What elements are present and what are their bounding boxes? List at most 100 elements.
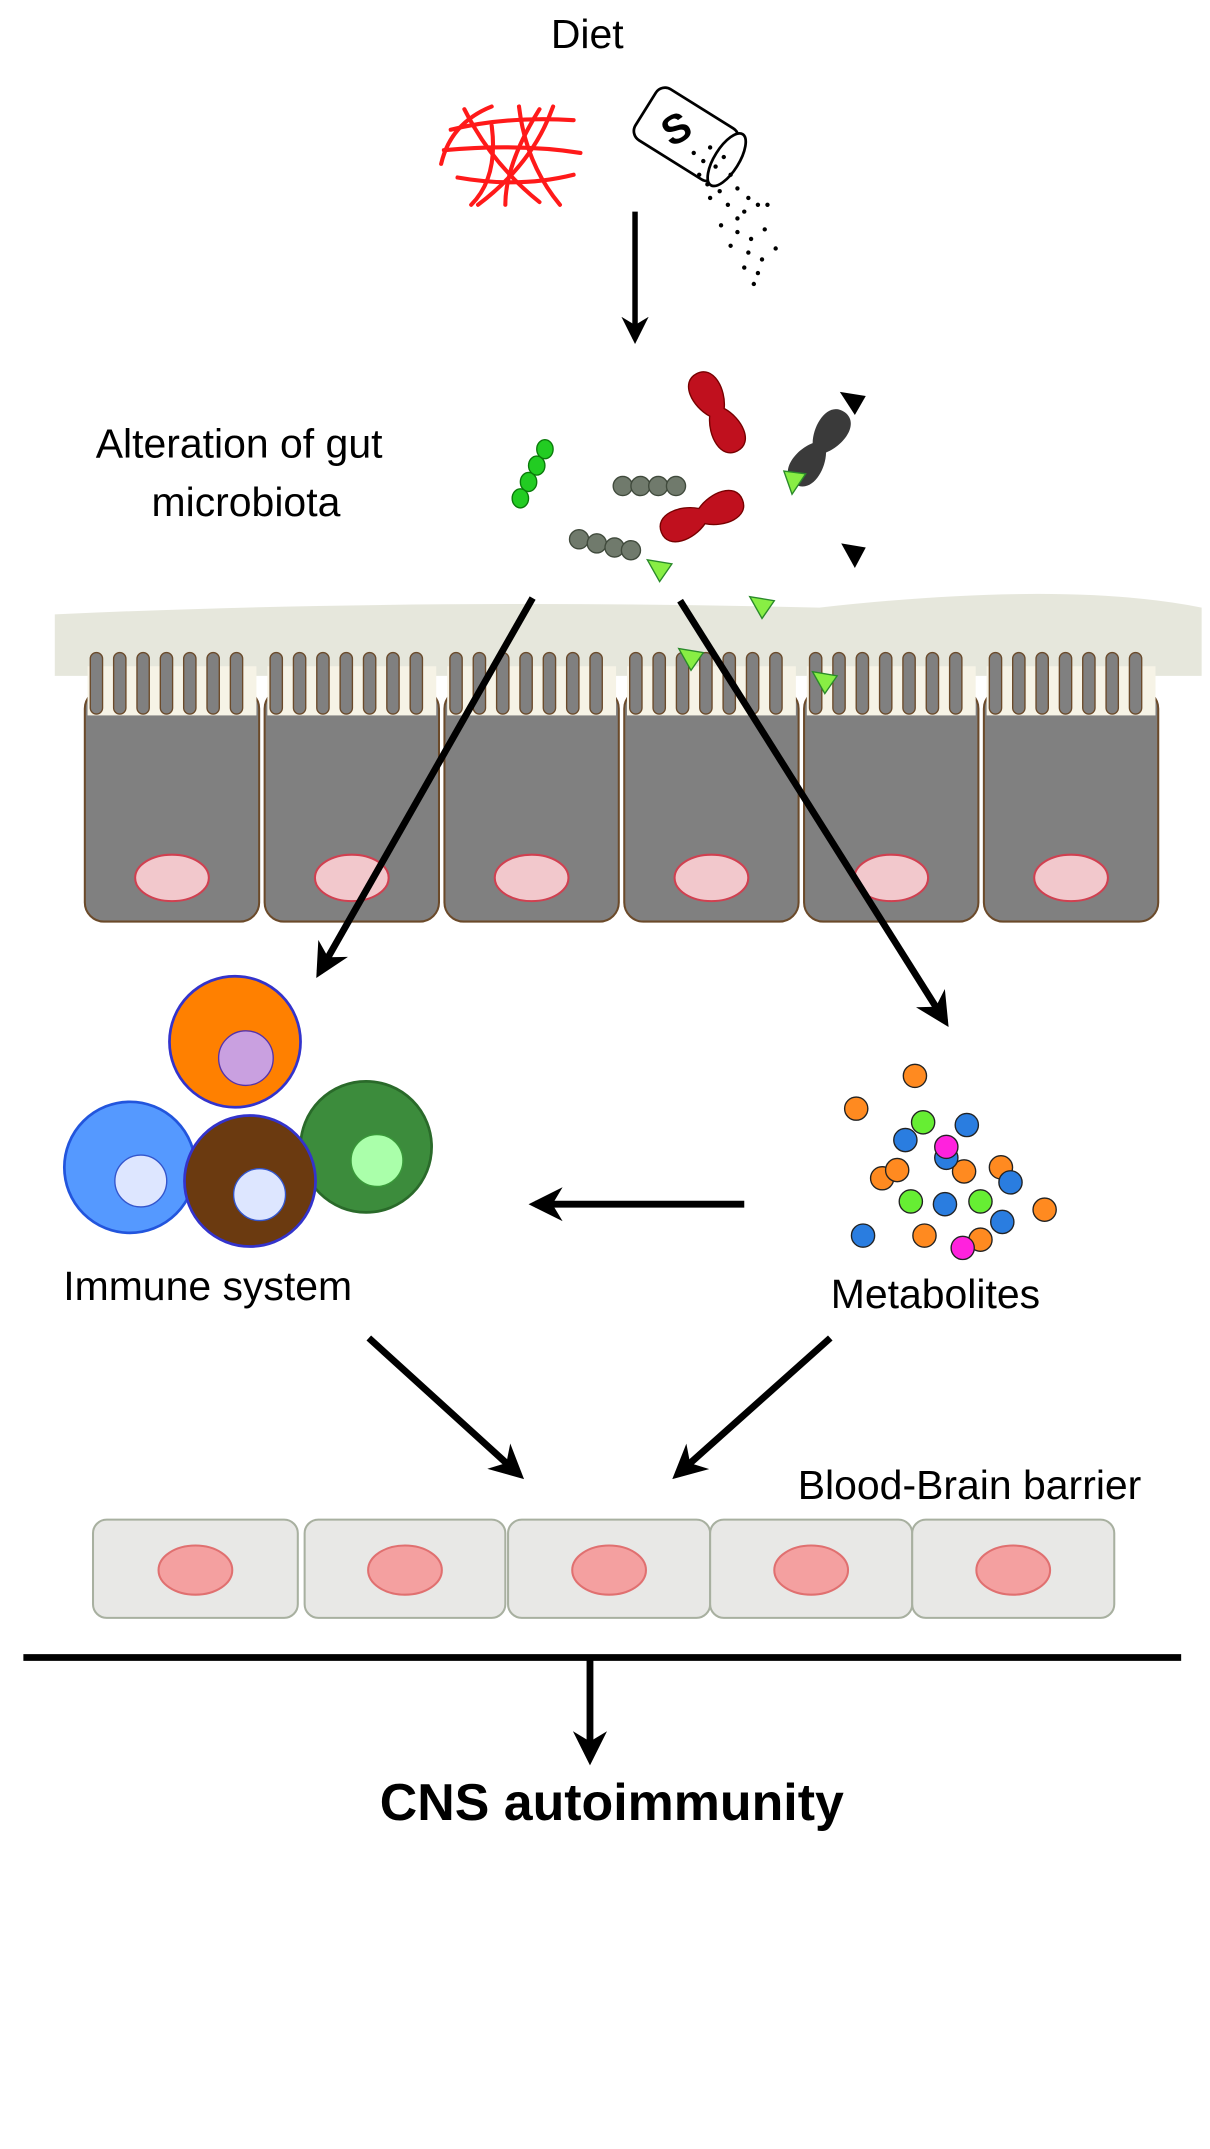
salt-grain (697, 172, 702, 177)
microvillus (832, 651, 846, 715)
microvillus (269, 651, 284, 715)
salt-grain (717, 188, 722, 194)
endothelial-cell (507, 1518, 712, 1619)
endothelial-cell (303, 1518, 507, 1619)
salt-grain (705, 182, 710, 187)
salt-grain (773, 246, 778, 251)
microvillus (1035, 651, 1049, 715)
salt-grain (728, 243, 733, 248)
microvillus (902, 651, 916, 715)
microvillus (112, 651, 127, 715)
metabolite-orange (951, 1159, 977, 1184)
salt-grain (762, 227, 767, 232)
nucleus (1033, 853, 1109, 903)
salt-shaker-icon: S (632, 86, 778, 287)
epithelial-cell (443, 651, 620, 923)
metabolite-magenta (950, 1235, 975, 1261)
salt-grain (735, 229, 740, 235)
microvillus (159, 651, 174, 715)
microvillus (948, 651, 963, 715)
salt-grain (746, 195, 751, 201)
microvillus (362, 651, 377, 715)
nucleus (134, 853, 210, 903)
microvillus (206, 651, 220, 715)
salt-grain (725, 202, 731, 207)
salt-grain (748, 236, 754, 242)
salt-grain (755, 202, 761, 207)
intestinal-epithelium (83, 651, 1160, 923)
microvillus (589, 651, 603, 715)
microbiota-label-line2: microbiota (152, 479, 341, 525)
blood-brain-barrier (91, 1518, 1116, 1619)
salt-grain (735, 186, 740, 191)
nucleus (673, 853, 750, 903)
microvillus (629, 651, 643, 715)
metabolite-blue (850, 1223, 876, 1248)
nucleus (367, 1544, 443, 1596)
salt-grain (707, 195, 713, 201)
mucus-layer (54, 593, 1202, 676)
endothelial-cell (911, 1518, 1116, 1619)
metabolite-green (910, 1109, 936, 1135)
salt-grain (728, 172, 733, 177)
arrow-immune-to-bbb (366, 1335, 525, 1480)
salt-grain (718, 223, 724, 228)
epithelial-cell (623, 651, 800, 923)
metabolite-orange (1032, 1197, 1057, 1222)
salt-grain (713, 164, 718, 169)
salt-grain (742, 209, 747, 214)
immune-cells (62, 974, 433, 1248)
microvillus (652, 651, 667, 715)
metabolite-blue (990, 1209, 1015, 1235)
microbiota-label-line1: Alteration of gut (96, 420, 383, 466)
metabolites-label: Metabolites (831, 1271, 1040, 1317)
epithelial-cell (263, 651, 441, 923)
microvillus (1011, 651, 1026, 715)
metabolite-green (898, 1189, 924, 1214)
salt-grain (765, 202, 770, 207)
black-triangles (839, 391, 866, 568)
microvillus (386, 651, 400, 715)
immune-system-label: Immune system (63, 1263, 352, 1309)
metabolite-blue (954, 1112, 980, 1138)
nucleus (313, 853, 390, 903)
microvillus (519, 651, 533, 715)
microvillus (89, 651, 104, 715)
salt-grain (701, 158, 706, 164)
microvillus (292, 651, 307, 715)
microvillus (1128, 651, 1143, 715)
epithelial-cell (982, 651, 1160, 923)
metabolite-orange (912, 1223, 937, 1248)
microvillus (988, 651, 1003, 715)
nucleus (975, 1544, 1052, 1596)
salt-grain (746, 250, 751, 255)
metabolite-magenta (934, 1134, 959, 1160)
microvillus (565, 651, 580, 715)
epithelial-cell (803, 651, 980, 923)
salt-grain (707, 145, 713, 150)
endothelial-cell (709, 1518, 914, 1619)
microvillus (699, 651, 713, 715)
metabolite-orange (843, 1096, 869, 1121)
microvillus (925, 651, 940, 715)
microvillus (1082, 651, 1096, 715)
nucleus (157, 1544, 234, 1596)
salt-grain (742, 265, 747, 270)
microvillus (769, 651, 783, 715)
salt-grain (751, 281, 757, 287)
nucleus (493, 853, 570, 903)
microvillus (316, 651, 330, 715)
gray-chain-bacterium (568, 475, 687, 561)
diet-label: Diet (551, 11, 624, 57)
metabolite-green (968, 1189, 993, 1214)
arrow-metabolites-to-bbb (672, 1335, 833, 1480)
microvillus (542, 651, 557, 715)
cns-autoimmunity-label: CNS autoimmunity (380, 1773, 844, 1831)
bacteria-group (511, 371, 866, 568)
red-bacillus (659, 371, 747, 543)
nucleus (773, 1544, 850, 1596)
salt-grain (755, 270, 761, 276)
salt-grain (735, 216, 740, 221)
metabolite-orange (902, 1063, 928, 1089)
